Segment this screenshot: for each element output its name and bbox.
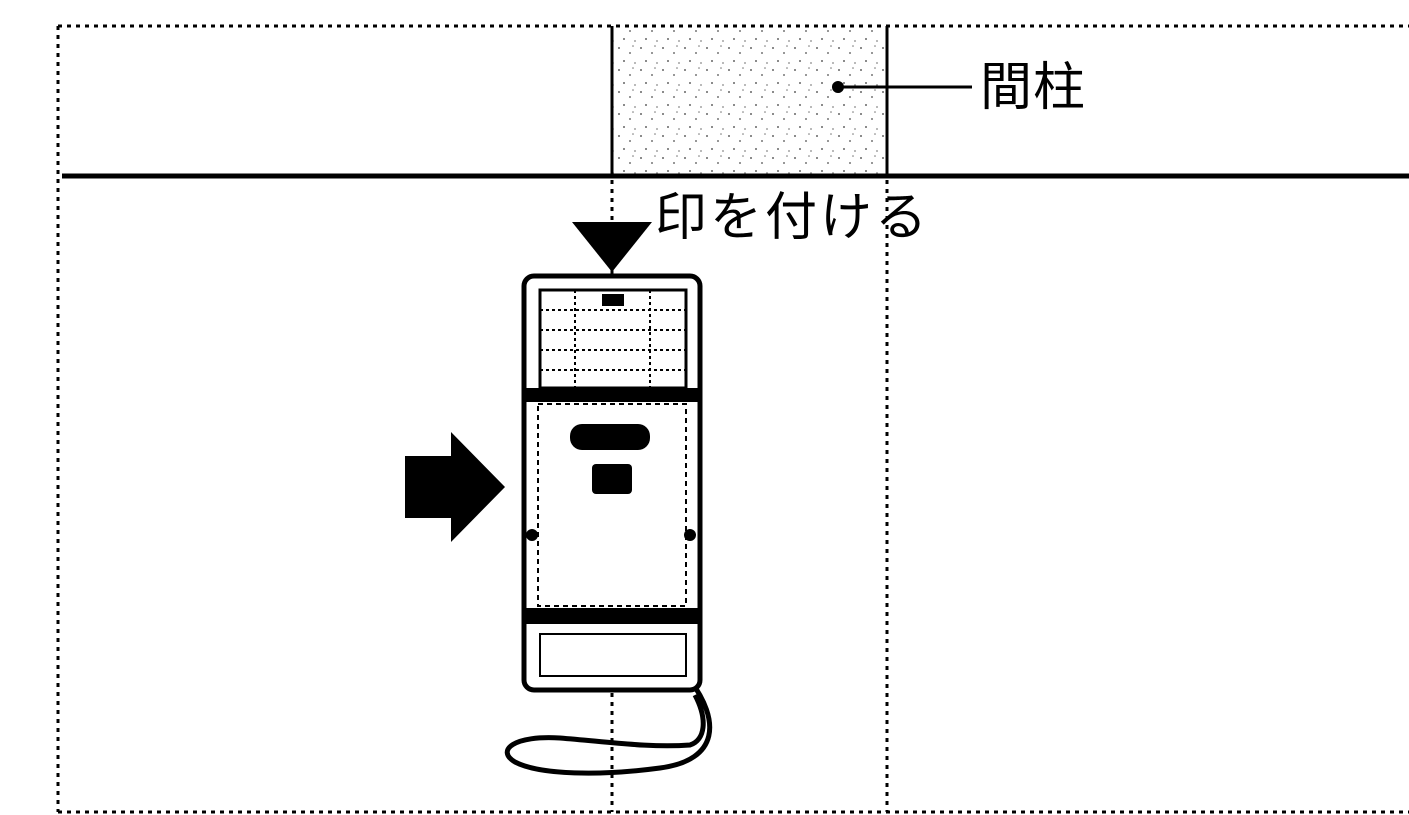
stud-section [610, 26, 889, 176]
wall-outline [56, 24, 1409, 814]
stud-finder-device [504, 273, 713, 776]
stud-label: 間柱 [980, 58, 1087, 118]
mark-label: 印を付ける [655, 188, 931, 248]
stud-leader [832, 81, 972, 93]
down-triangle-icon [572, 222, 652, 272]
right-arrow-icon [405, 432, 505, 542]
